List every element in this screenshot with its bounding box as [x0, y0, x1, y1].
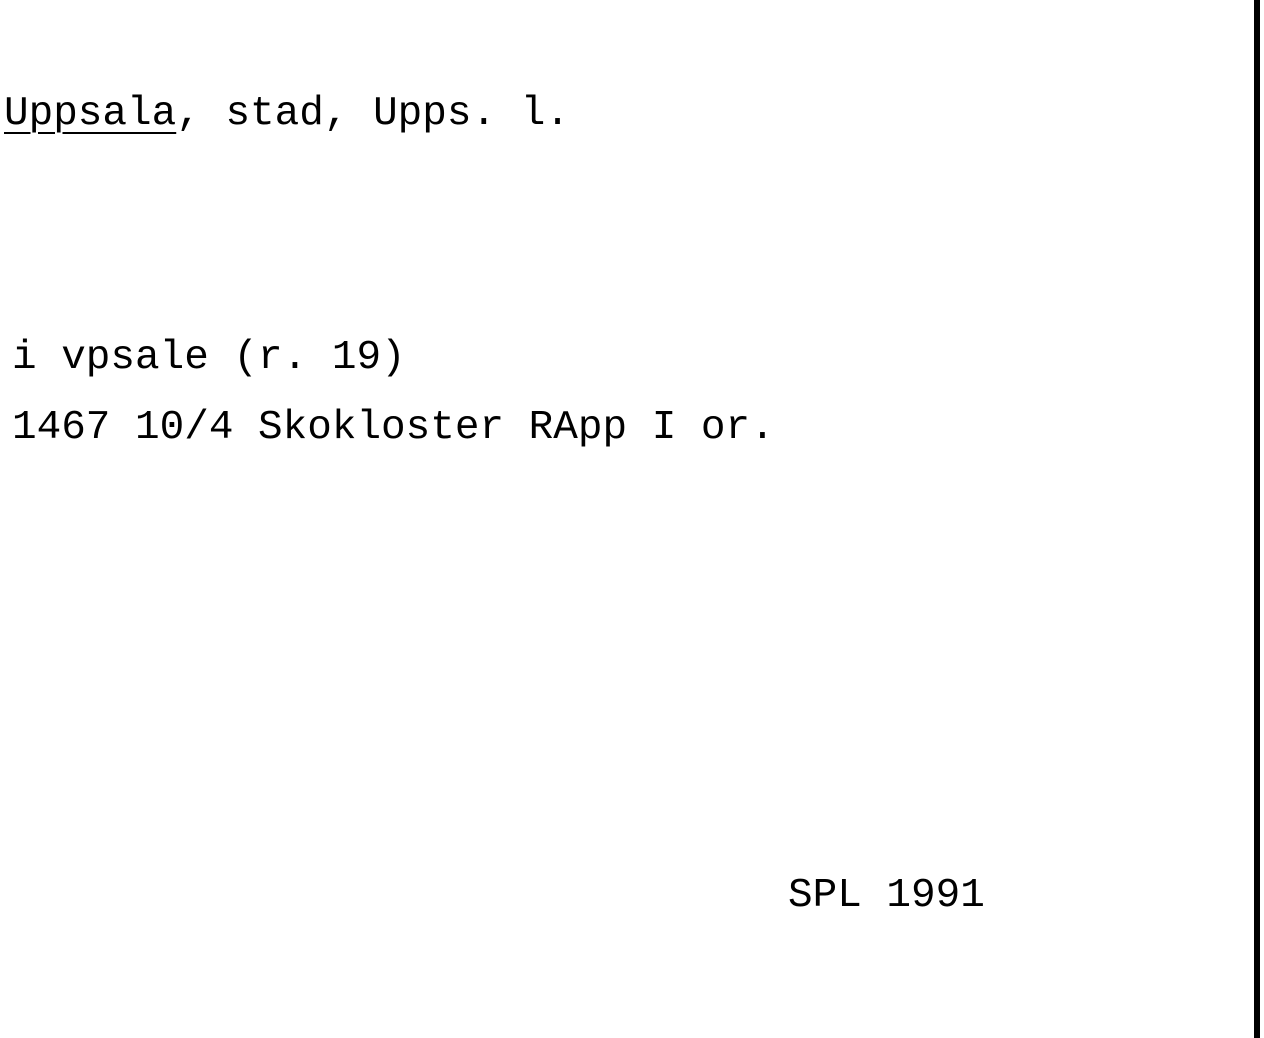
historical-form: i vpsale (r. 19) — [12, 335, 406, 381]
place-details: , stad, Upps. l. — [176, 91, 570, 137]
card-heading: Uppsala, stad, Upps. l. — [4, 94, 570, 135]
card-edge — [1254, 0, 1260, 1038]
source-reference: 1467 10/4 Skokloster RApp I or. — [12, 405, 775, 451]
signature: SPL 1991 — [788, 873, 985, 919]
place-name: Uppsala — [4, 91, 177, 137]
